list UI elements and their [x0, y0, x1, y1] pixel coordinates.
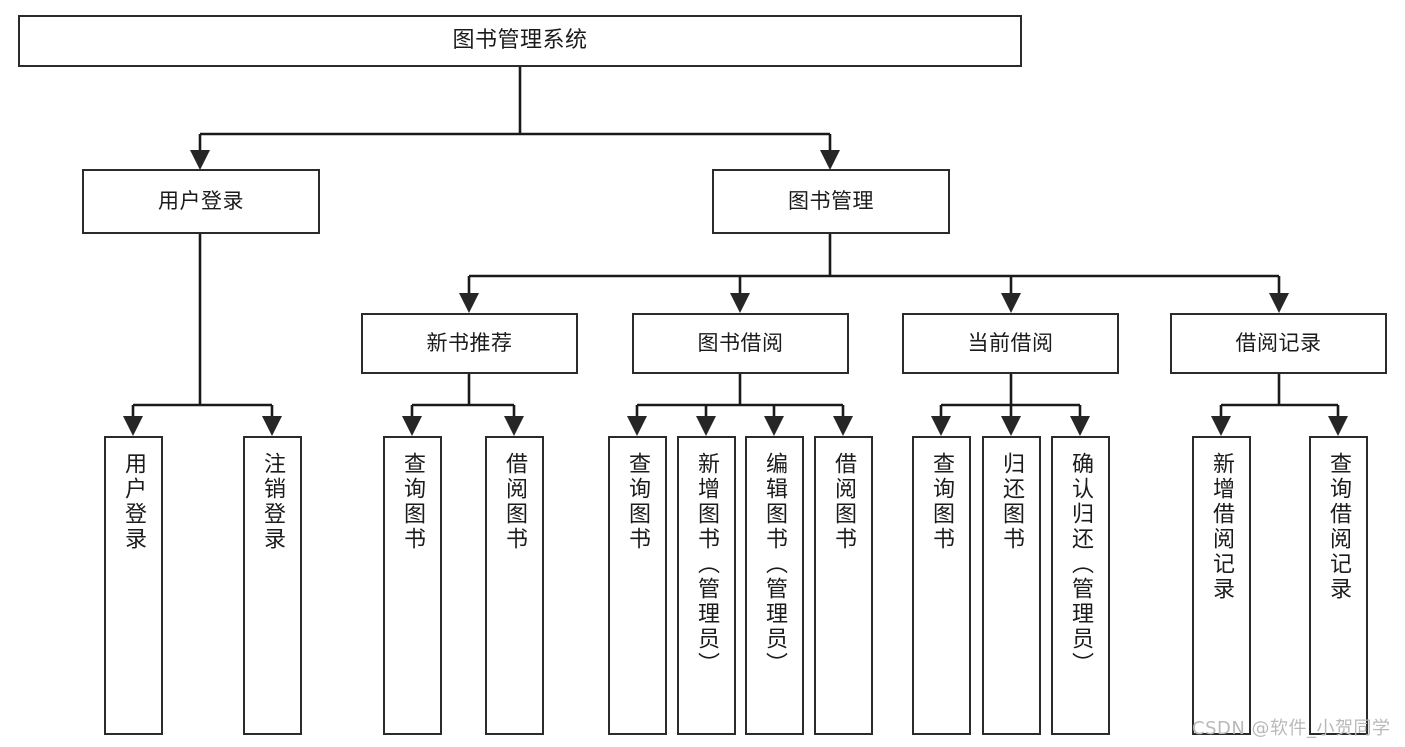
- node-leaf-add-book[interactable]: 新增图书（管理员）: [677, 436, 736, 735]
- node-root-label: 图书管理系统: [452, 27, 588, 53]
- node-new-book-recommend-label: 新书推荐: [426, 330, 513, 355]
- node-leaf-borrow-book-2-label: 借阅图书: [831, 452, 857, 552]
- node-user-login-label: 用户登录: [158, 188, 244, 213]
- node-leaf-user-login[interactable]: 用户登录: [104, 436, 163, 735]
- node-borrow-record-label: 借阅记录: [1235, 330, 1322, 355]
- node-leaf-return-book-label: 归还图书: [999, 452, 1025, 552]
- node-new-book-recommend[interactable]: 新书推荐: [361, 313, 578, 374]
- edge-userlogin-to-leaves: [123, 234, 282, 436]
- node-leaf-add-book-label: 新增图书（管理员）: [694, 452, 720, 677]
- node-leaf-user-logout-label: 注销登录: [260, 452, 286, 552]
- node-borrow-record[interactable]: 借阅记录: [1170, 313, 1387, 374]
- node-leaf-borrow-book-1-label: 借阅图书: [502, 452, 528, 552]
- node-leaf-query-book-2[interactable]: 查询图书: [608, 436, 667, 735]
- edge-currentborrow-to-leaves: [931, 374, 1090, 436]
- node-leaf-query-book-1-label: 查询图书: [400, 452, 426, 552]
- node-leaf-user-logout[interactable]: 注销登录: [243, 436, 302, 735]
- node-leaf-query-book-2-label: 查询图书: [625, 452, 651, 552]
- node-root[interactable]: 图书管理系统: [18, 15, 1022, 67]
- edge-root-to-level1: [190, 67, 840, 170]
- node-book-management[interactable]: 图书管理: [712, 169, 950, 234]
- node-leaf-query-book-3[interactable]: 查询图书: [912, 436, 971, 735]
- node-leaf-borrow-book-1[interactable]: 借阅图书: [485, 436, 544, 735]
- node-leaf-edit-book[interactable]: 编辑图书（管理员）: [745, 436, 804, 735]
- node-leaf-add-record[interactable]: 新增借阅记录: [1192, 436, 1251, 735]
- node-leaf-query-book-1[interactable]: 查询图书: [383, 436, 442, 735]
- node-leaf-query-record[interactable]: 查询借阅记录: [1309, 436, 1368, 735]
- node-leaf-query-record-label: 查询借阅记录: [1326, 452, 1352, 602]
- node-leaf-borrow-book-2[interactable]: 借阅图书: [814, 436, 873, 735]
- edge-recommend-to-leaves: [402, 374, 524, 436]
- node-leaf-add-record-label: 新增借阅记录: [1209, 452, 1235, 602]
- node-leaf-edit-book-label: 编辑图书（管理员）: [762, 452, 788, 677]
- node-book-borrow[interactable]: 图书借阅: [632, 313, 849, 374]
- node-book-management-label: 图书管理: [788, 188, 874, 213]
- node-leaf-return-book[interactable]: 归还图书: [982, 436, 1041, 735]
- node-current-borrow-label: 当前借阅: [967, 330, 1054, 355]
- node-leaf-confirm-return[interactable]: 确认归还（管理员）: [1051, 436, 1110, 735]
- node-leaf-confirm-return-label: 确认归还（管理员）: [1068, 452, 1094, 677]
- edge-borrowrecord-to-leaves: [1211, 374, 1348, 436]
- node-leaf-query-book-3-label: 查询图书: [929, 452, 955, 552]
- node-current-borrow[interactable]: 当前借阅: [902, 313, 1119, 374]
- node-leaf-user-login-label: 用户登录: [121, 452, 147, 552]
- edge-bookmgmt-to-level2: [459, 234, 1289, 313]
- node-book-borrow-label: 图书借阅: [697, 330, 784, 355]
- node-user-login[interactable]: 用户登录: [82, 169, 320, 234]
- edge-bookborrow-to-leaves: [627, 374, 853, 436]
